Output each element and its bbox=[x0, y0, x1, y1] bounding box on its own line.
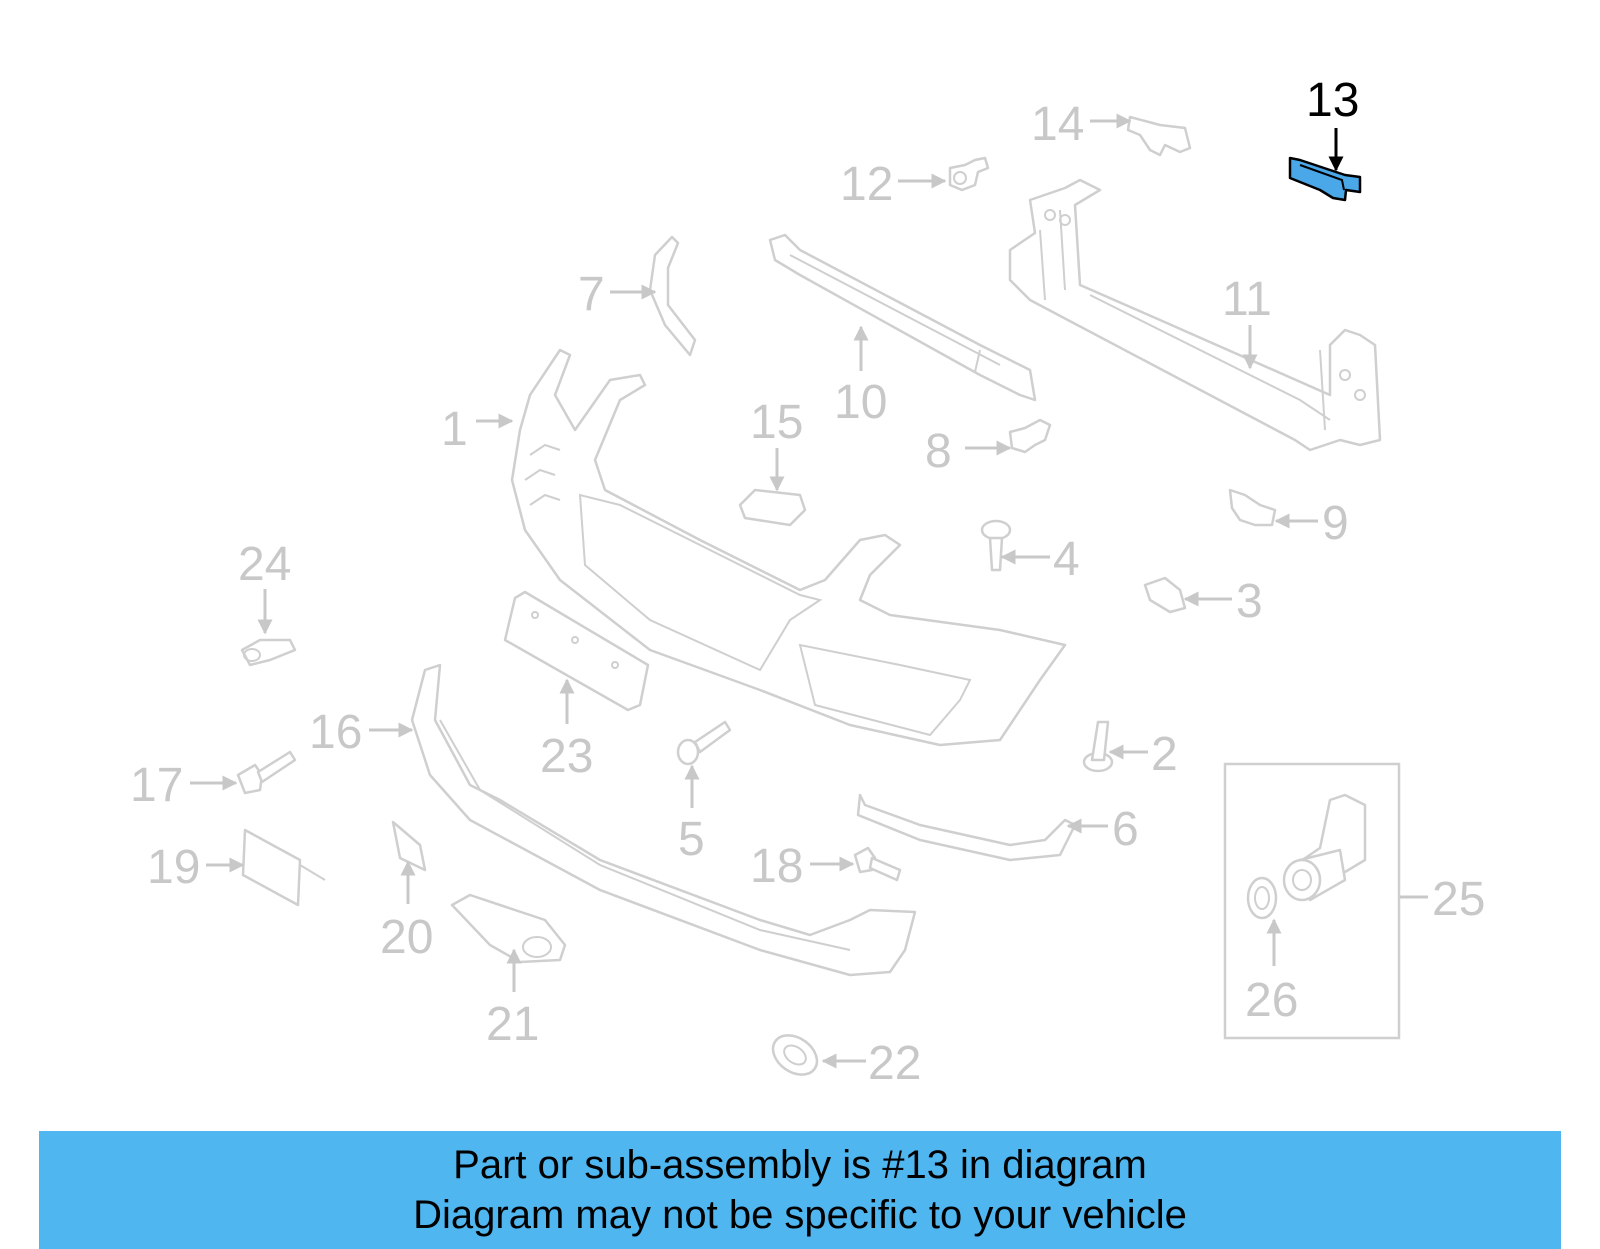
callout-10[interactable]: 10 bbox=[834, 376, 887, 429]
callout-20[interactable]: 20 bbox=[380, 911, 433, 964]
callout-2[interactable]: 2 bbox=[1151, 728, 1178, 781]
part-10-energy-absorber[interactable] bbox=[768, 233, 1037, 402]
callout-19[interactable]: 19 bbox=[147, 841, 200, 894]
part-12-clip[interactable] bbox=[948, 156, 990, 192]
part-22-grommet[interactable] bbox=[766, 1027, 825, 1082]
callout-12[interactable]: 12 bbox=[840, 158, 893, 211]
part-3-clip-nut[interactable] bbox=[1143, 576, 1187, 614]
callout-16[interactable]: 16 bbox=[309, 706, 362, 759]
part-25-sensor-assembly-box[interactable] bbox=[1223, 762, 1401, 1040]
callout-9[interactable]: 9 bbox=[1322, 497, 1349, 550]
part-18-bolt[interactable] bbox=[853, 846, 902, 882]
part-23-license-bracket[interactable] bbox=[503, 590, 650, 712]
part-5-bolt[interactable] bbox=[676, 720, 732, 766]
part-1-bumper-cover[interactable] bbox=[510, 348, 1067, 747]
callout-8[interactable]: 8 bbox=[925, 425, 952, 478]
part-6-molding[interactable] bbox=[856, 793, 1077, 862]
callout-21[interactable]: 21 bbox=[486, 998, 539, 1051]
callout-14[interactable]: 14 bbox=[1031, 98, 1084, 151]
callout-6[interactable]: 6 bbox=[1112, 803, 1139, 856]
callout-24[interactable]: 24 bbox=[238, 538, 291, 591]
part-16-lower-spoiler[interactable] bbox=[410, 663, 917, 977]
leader-lines bbox=[190, 113, 1428, 1069]
part-20-cap[interactable] bbox=[391, 820, 427, 872]
part-26-sensor-ring[interactable] bbox=[1246, 876, 1278, 920]
info-banner: Part or sub-assembly is #13 in diagram D… bbox=[39, 1131, 1561, 1249]
part-17-screw[interactable] bbox=[236, 750, 297, 795]
part-9-clip[interactable] bbox=[1228, 488, 1277, 527]
part-24-clip[interactable] bbox=[240, 638, 297, 667]
callout-labels: 1 2 3 4 5 6 7 8 9 10 11 12 13 14 15 16 1… bbox=[130, 74, 1485, 1090]
callout-7[interactable]: 7 bbox=[578, 268, 605, 321]
callout-1[interactable]: 1 bbox=[441, 403, 468, 456]
part-19-cover-plate[interactable] bbox=[241, 828, 326, 907]
part-8-clip[interactable] bbox=[1008, 418, 1052, 454]
callout-26[interactable]: 26 bbox=[1245, 974, 1298, 1027]
callout-18[interactable]: 18 bbox=[750, 840, 803, 893]
part-21-fog-bezel[interactable] bbox=[450, 893, 567, 964]
banner-line-part-number: Part or sub-assembly is #13 in diagram bbox=[453, 1143, 1147, 1187]
callout-15[interactable]: 15 bbox=[750, 396, 803, 449]
callout-5[interactable]: 5 bbox=[678, 813, 705, 866]
part-14-bracket[interactable] bbox=[1126, 115, 1192, 157]
callout-23[interactable]: 23 bbox=[540, 730, 593, 783]
banner-line-disclaimer: Diagram may not be specific to your vehi… bbox=[413, 1193, 1187, 1237]
callout-22[interactable]: 22 bbox=[868, 1037, 921, 1090]
part-11-bumper-reinforcement[interactable] bbox=[1008, 178, 1382, 452]
callout-3[interactable]: 3 bbox=[1236, 575, 1263, 628]
part-7-side-bracket[interactable] bbox=[648, 235, 697, 357]
callout-25[interactable]: 25 bbox=[1432, 873, 1485, 926]
callout-17[interactable]: 17 bbox=[130, 759, 183, 812]
callout-4[interactable]: 4 bbox=[1053, 533, 1080, 586]
callout-13[interactable]: 13 bbox=[1306, 74, 1359, 127]
part-15-tow-cover[interactable] bbox=[738, 488, 807, 527]
part-13-bracket-highlighted[interactable] bbox=[1288, 156, 1362, 202]
part-4-bolt[interactable] bbox=[980, 519, 1012, 572]
callout-11[interactable]: 11 bbox=[1222, 273, 1272, 326]
part-2-bolt[interactable] bbox=[1082, 720, 1114, 773]
